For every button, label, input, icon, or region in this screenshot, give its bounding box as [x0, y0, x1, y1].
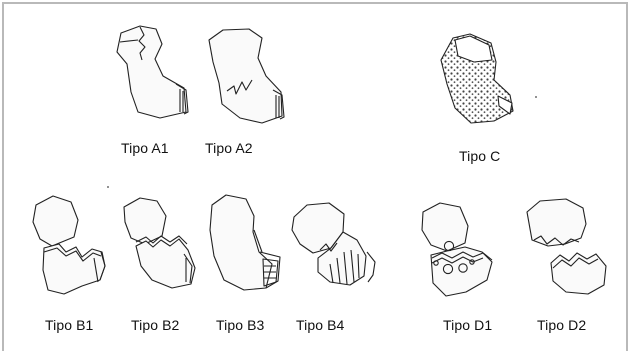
- drawing-tipo-b2: [124, 198, 195, 288]
- label-tipo-a1: Tipo A1: [121, 140, 169, 156]
- label-tipo-b3: Tipo B3: [216, 317, 264, 333]
- drawing-tipo-d2: [527, 199, 606, 294]
- label-tipo-b4: Tipo B4: [296, 317, 344, 333]
- speck: [107, 186, 109, 188]
- label-tipo-c: Tipo C: [459, 148, 500, 164]
- drawing-tipo-a1: [117, 26, 188, 118]
- label-tipo-d2: Tipo D2: [537, 317, 586, 333]
- drawing-tipo-c: [441, 34, 513, 123]
- drawing-tipo-b3: [210, 195, 280, 290]
- label-tipo-b2: Tipo B2: [131, 317, 179, 333]
- label-tipo-d1: Tipo D1: [443, 317, 492, 333]
- drawing-tipo-a2: [209, 29, 284, 123]
- speck: [535, 96, 537, 98]
- label-tipo-b1: Tipo B1: [45, 317, 93, 333]
- drawing-tipo-b4: [292, 203, 375, 285]
- drawing-tipo-b1: [33, 196, 105, 294]
- label-tipo-a2: Tipo A2: [205, 140, 253, 156]
- drawing-tipo-d1: [422, 203, 492, 296]
